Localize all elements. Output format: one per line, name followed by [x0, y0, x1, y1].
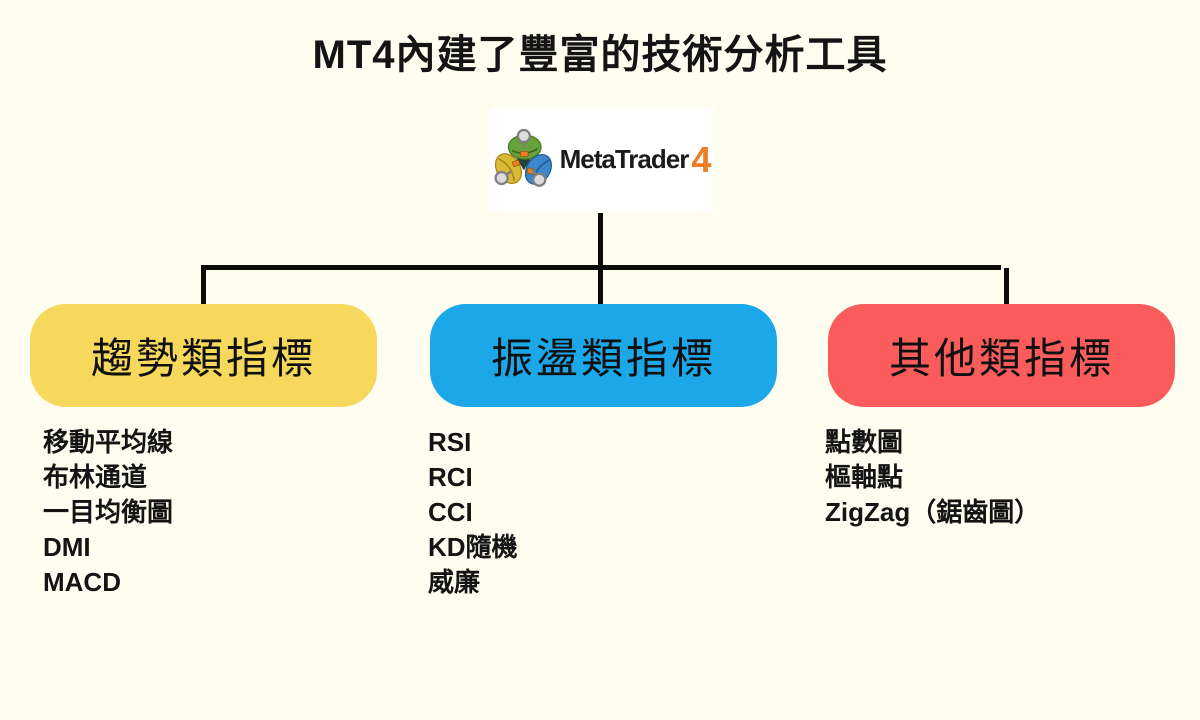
indicator-item: RCI — [428, 462, 473, 492]
metatrader-brand-text: MetaTrader — [559, 144, 690, 174]
category-box-trend: 趨勢類指標 — [30, 304, 377, 407]
metatrader-logo-card: MetaTrader 4 — [490, 107, 714, 212]
indicator-item: 威廉 — [428, 567, 481, 597]
indicator-item: 樞軸點 — [825, 462, 904, 492]
indicator-item: 移動平均線 — [43, 427, 174, 457]
indicator-item: DMI — [43, 532, 91, 562]
metatrader-wordmark: MetaTrader 4 — [559, 138, 712, 180]
metatrader-version-number: 4 — [691, 138, 712, 180]
indicator-list-trend: 移動平均線布林通道一目均衡圖 DMI MACD — [43, 425, 173, 600]
indicator-item: CCI — [428, 497, 473, 527]
category-label-other: 其他類指標 — [888, 335, 1114, 382]
indicator-list-oscillator: RSI RCI CCI KD隨機威廉 — [428, 425, 518, 600]
category-box-other: 其他類指標 — [828, 304, 1175, 407]
indicator-list-other: 點數圖樞軸點 ZigZag（鋸齒圖） — [825, 425, 1040, 530]
category-label-trend: 趨勢類指標 — [90, 335, 316, 382]
category-box-oscillator: 振盪類指標 — [430, 304, 777, 407]
indicator-item: 一目均衡圖 — [43, 497, 174, 527]
category-label-oscillator: 振盪類指標 — [490, 335, 716, 382]
metatrader-logo-icon — [494, 128, 552, 187]
connector-drop-left — [201, 265, 206, 307]
indicator-item: KD隨機 — [428, 532, 518, 562]
indicator-item: 點數圖 — [825, 427, 904, 457]
connector-stem — [598, 213, 603, 270]
indicator-item: 布林通道 — [43, 462, 148, 492]
indicator-item: RSI — [428, 427, 472, 457]
page-title: MT4內建了豐富的技術分析工具 — [312, 33, 888, 77]
indicator-item: ZigZag（鋸齒圖） — [825, 497, 1041, 527]
indicator-item: MACD — [43, 567, 121, 597]
connector-drop-middle — [598, 265, 603, 307]
connector-drop-right — [1004, 268, 1009, 307]
